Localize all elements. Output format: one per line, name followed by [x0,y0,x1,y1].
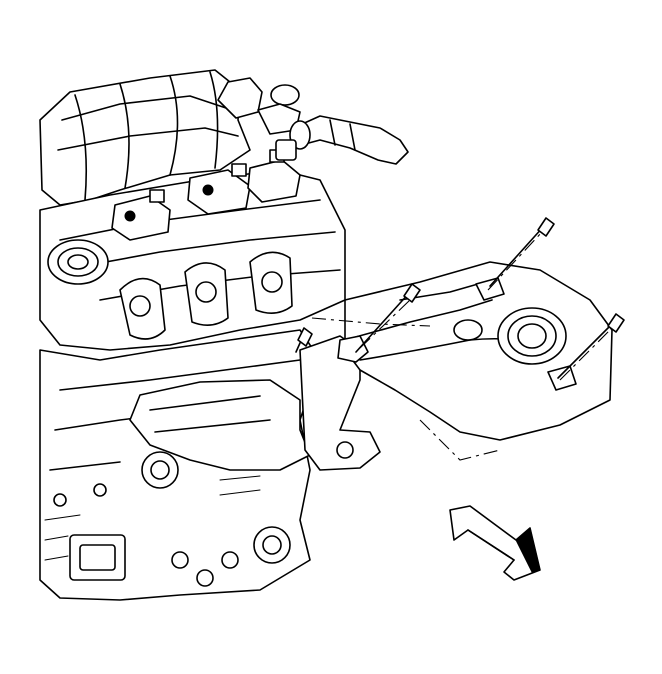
engine-assembly [39,69,381,601]
exhaust-heat-shield [337,261,613,441]
bolt-icon [355,283,421,353]
alignment-centerlines [311,231,616,461]
bolt-icon [489,217,555,287]
crank-pulley [253,526,291,564]
front-direction-arrow-icon [449,505,541,581]
bolt-icon [295,327,313,353]
oil-filler-cap [47,239,109,285]
ignition-coil-2 [187,163,251,215]
bolt-icon [557,313,625,379]
coolant-hose [275,115,409,165]
ignition-coil-1 [111,189,171,241]
lower-pulley [141,451,179,489]
